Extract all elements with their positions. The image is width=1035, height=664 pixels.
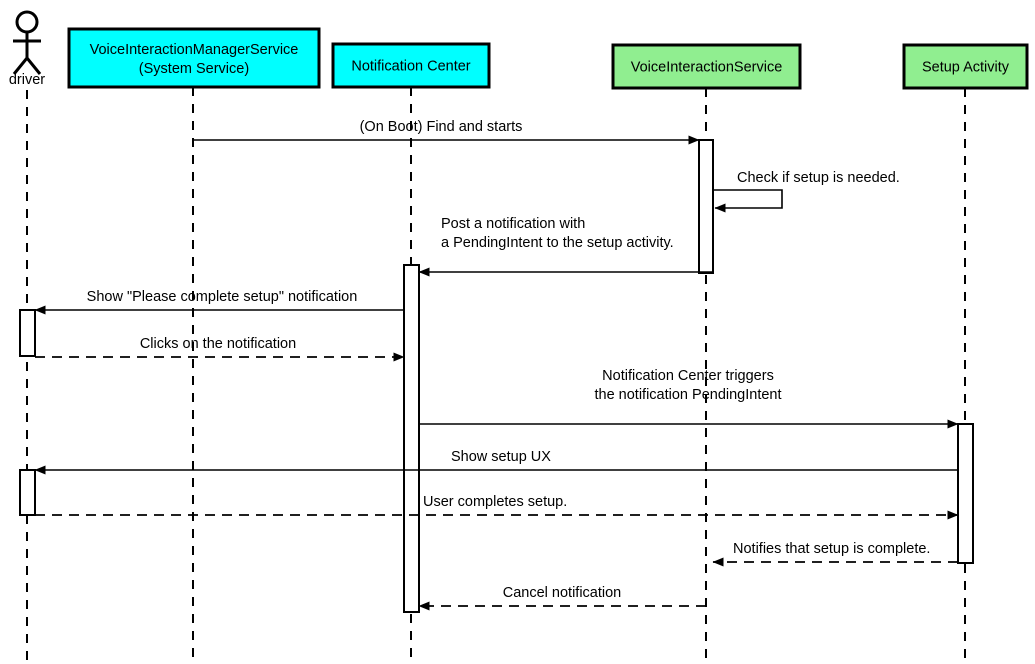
participant-label-driver: driver <box>9 72 45 88</box>
participant-notification_center[interactable]: Notification Center <box>331 42 491 89</box>
actor-head-icon <box>15 10 39 34</box>
message-label-6: the notification PendingIntent <box>594 387 781 403</box>
message-10: Cancel notification <box>418 585 706 611</box>
message-label-2: Check if setup is needed. <box>737 170 900 186</box>
activation-bar-driver <box>19 309 36 357</box>
message-1: (On Boot) Find and starts <box>193 119 700 145</box>
activation-bar-driver <box>19 469 36 516</box>
message-label-8: User completes setup. <box>423 494 567 510</box>
message-7: Show setup UX <box>34 449 958 475</box>
activation-bar-voice_interaction_service <box>698 139 714 274</box>
message-5: Clicks on the notification <box>35 336 405 362</box>
message-6: Notification Center triggers the notifica… <box>419 368 959 429</box>
participant-label-notification_center: Notification Center <box>351 58 470 74</box>
activation-bar-setup_activity <box>957 423 974 564</box>
participant-driver[interactable]: driver <box>9 10 45 88</box>
actor-leg-left-icon <box>12 57 29 75</box>
participant-headers-layer: driver VoiceInteractionManagerService (Sys… <box>9 10 1029 90</box>
participant-setup_activity[interactable]: Setup Activity <box>902 43 1029 90</box>
message-label-6: Notification Center triggers <box>602 368 774 384</box>
message-label-3: a PendingIntent to the setup activity. <box>441 235 674 251</box>
message-label-1: (On Boot) Find and starts <box>360 119 523 135</box>
message-8: User completes setup. <box>35 494 959 520</box>
participant-vims[interactable]: VoiceInteractionManagerService (System Se… <box>67 27 321 89</box>
activation-bars-layer <box>19 139 974 613</box>
participant-box-vims[interactable] <box>67 27 321 89</box>
participant-sublabel-vims: (System Service) <box>139 61 249 77</box>
message-label-4: Show "Please complete setup" notificatio… <box>87 289 358 305</box>
message-label-9: Notifies that setup is complete. <box>733 541 930 557</box>
participant-box-notification_center[interactable] <box>331 42 491 89</box>
message-3: Post a notification with a PendingIntent … <box>418 216 713 277</box>
participant-label-voice_interaction_service: VoiceInteractionService <box>631 59 783 75</box>
message-4: Show "Please complete setup" notificatio… <box>34 289 404 315</box>
message-arrow-self-2 <box>713 189 783 213</box>
message-label-5: Clicks on the notification <box>140 336 296 352</box>
participant-voice_interaction_service[interactable]: VoiceInteractionService <box>611 43 802 90</box>
message-label-10: Cancel notification <box>503 585 622 601</box>
message-2: Check if setup is needed. <box>713 170 900 213</box>
participant-box-setup_activity[interactable] <box>902 43 1029 90</box>
message-label-3: Post a notification with <box>441 216 585 232</box>
participant-label-vims: VoiceInteractionManagerService <box>90 42 299 58</box>
message-9: Notifies that setup is complete. <box>712 541 958 567</box>
participant-box-voice_interaction_service[interactable] <box>611 43 802 90</box>
participant-label-setup_activity: Setup Activity <box>922 59 1010 75</box>
message-label-7: Show setup UX <box>451 449 551 465</box>
activation-bar-notification_center <box>403 264 420 613</box>
actor-leg-right-icon <box>25 57 42 75</box>
